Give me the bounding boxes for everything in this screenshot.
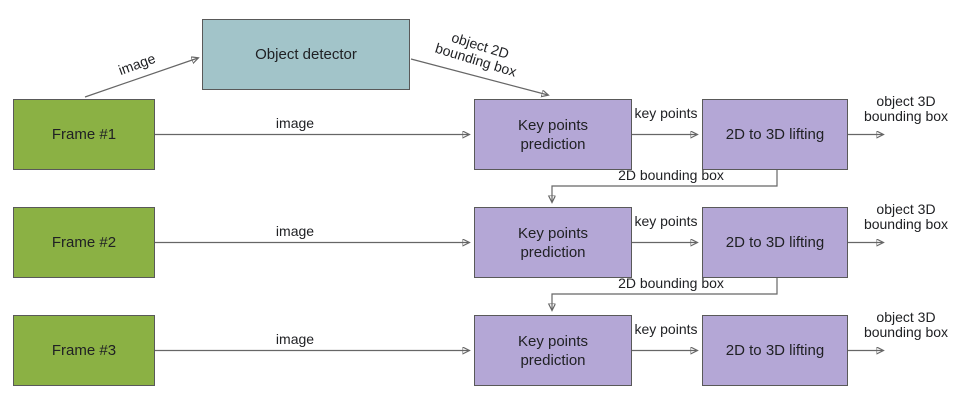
edge-label-object-3d-1: object 3D bounding box xyxy=(850,94,959,124)
frame-box-3: Frame #3 xyxy=(13,315,155,386)
edge-label-line: object 3D xyxy=(876,93,936,109)
edge-label-object-3d-3: object 3D bounding box xyxy=(850,310,959,340)
frame-box-2: Frame #2 xyxy=(13,207,155,278)
lifting-box-2: 2D to 3D lifting xyxy=(702,207,848,278)
keypoints-box-2: Key points prediction xyxy=(474,207,632,278)
frame-label: Frame #2 xyxy=(51,234,117,251)
edge-label-image-2: image xyxy=(275,223,315,239)
edge-label-line: bounding box xyxy=(863,108,949,124)
keypoints-label-line: Key points xyxy=(517,332,589,350)
edge-label-line: bounding box xyxy=(863,324,949,340)
keypoints-box-1: Key points prediction xyxy=(474,99,632,170)
arrow-frame1-to-detector xyxy=(84,58,198,98)
keypoints-label-line: Key points xyxy=(517,116,589,134)
lifting-box-3: 2D to 3D lifting xyxy=(702,315,848,386)
frame-box-1: Frame #1 xyxy=(13,99,155,170)
edge-label-image-1: image xyxy=(275,115,315,131)
arrow-feedback-2 xyxy=(552,278,778,310)
lifting-label: 2D to 3D lifting xyxy=(725,126,825,143)
edge-label-line: object 3D xyxy=(876,309,936,325)
edge-label-line: bounding box xyxy=(863,216,949,232)
frame-label: Frame #1 xyxy=(51,126,117,143)
object-detector-label: Object detector xyxy=(255,46,357,63)
keypoints-label-line: prediction xyxy=(520,351,586,369)
edge-label-image-3: image xyxy=(275,331,315,347)
edge-label-object-3d-2: object 3D bounding box xyxy=(850,202,959,232)
lifting-label: 2D to 3D lifting xyxy=(725,234,825,251)
object-detector-box: Object detector xyxy=(202,19,410,90)
edge-label-keypoints-2: key points xyxy=(634,213,698,229)
edge-label-line: object 3D xyxy=(876,201,936,217)
arrow-feedback-1 xyxy=(552,170,778,202)
keypoints-label-line: prediction xyxy=(520,243,586,261)
lifting-label: 2D to 3D lifting xyxy=(725,342,825,359)
keypoints-box-3: Key points prediction xyxy=(474,315,632,386)
frame-label: Frame #3 xyxy=(51,342,117,359)
keypoints-label-line: prediction xyxy=(520,135,586,153)
edge-label-2d-bounding-box-2: 2D bounding box xyxy=(618,275,724,291)
arrow-detector-to-keypoints1 xyxy=(410,58,548,95)
edge-label-keypoints-3: key points xyxy=(634,321,698,337)
keypoints-label-line: Key points xyxy=(517,224,589,242)
lifting-box-1: 2D to 3D lifting xyxy=(702,99,848,170)
edge-label-keypoints-1: key points xyxy=(634,105,698,121)
edge-label-2d-bounding-box-1: 2D bounding box xyxy=(618,167,724,183)
